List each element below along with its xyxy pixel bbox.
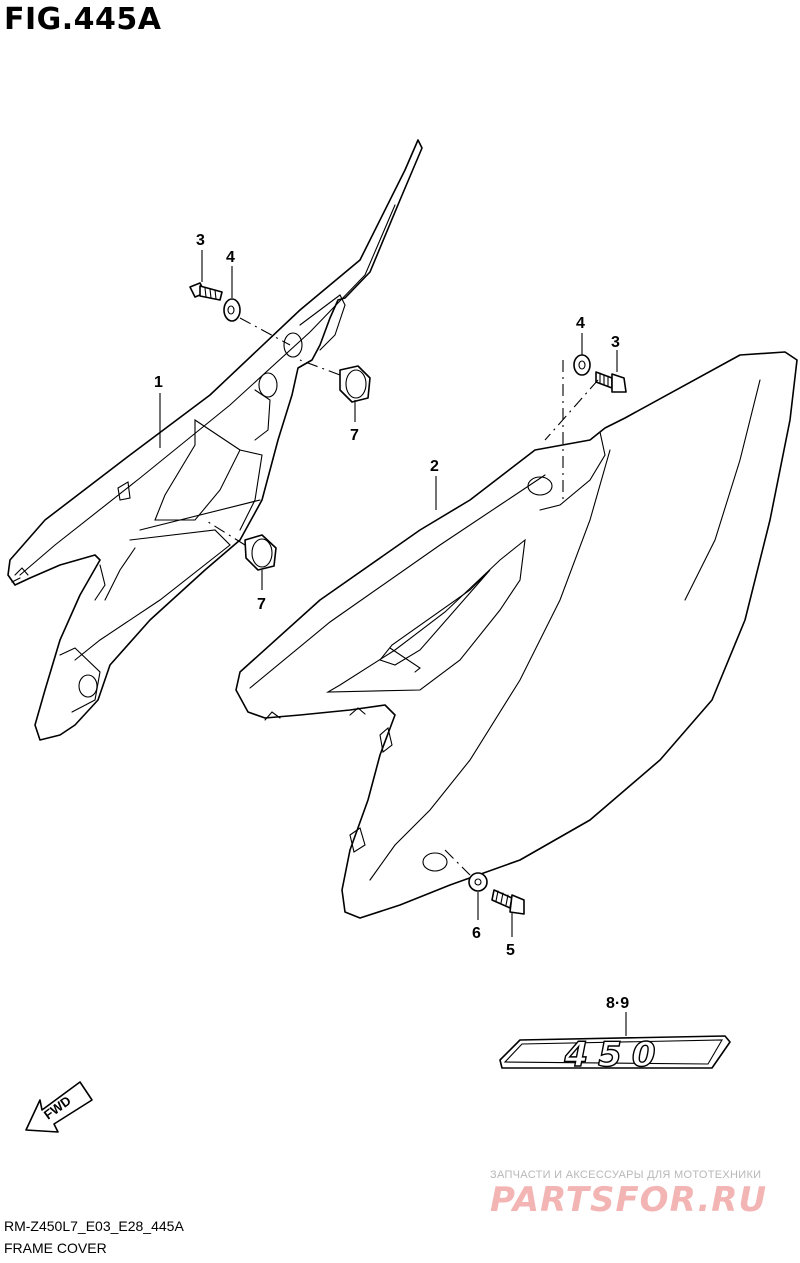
callout-bolt-left: 3 (196, 232, 205, 249)
figure-title: FIG.445A (4, 2, 162, 37)
callout-washer-lower: 6 (472, 925, 481, 942)
emblem-text: 450 (564, 1035, 666, 1075)
callout-washer-right: 4 (576, 315, 585, 332)
frame-cover-left-part[interactable] (7, 139, 423, 741)
callout-washer-left: 4 (226, 249, 235, 266)
cushion-upper-part[interactable] (339, 365, 371, 403)
washer-right-part[interactable] (573, 354, 591, 376)
washer-left-part[interactable] (223, 298, 241, 322)
diagram-code: RM-Z450L7_E03_E28_445A (4, 1218, 184, 1234)
callout-frame-cover-right: 2 (430, 458, 439, 475)
leader-lines (159, 250, 627, 1036)
fwd-arrow-icon: FWD (25, 1081, 93, 1133)
cushion-lower-part[interactable] (244, 534, 277, 571)
callout-cushion-upper: 7 (350, 427, 359, 444)
watermark-brand-logo: PARTSFOR.RU (490, 1180, 768, 1220)
emblem-450-part[interactable]: 450 (499, 1034, 731, 1076)
callout-frame-cover-left: 1 (154, 374, 163, 391)
bolt-left-part[interactable] (189, 282, 223, 301)
bolt-right-part[interactable] (595, 371, 627, 393)
callout-cushion-lower: 7 (257, 596, 266, 613)
washer-lower-part[interactable] (468, 872, 488, 892)
callout-bolt-right: 3 (611, 334, 620, 351)
diagram-name: FRAME COVER (4, 1240, 107, 1256)
callout-emblem: 8·9 (606, 995, 629, 1012)
frame-cover-right-part[interactable] (235, 351, 798, 919)
callout-bolt-lower: 5 (506, 942, 515, 959)
watermark-tagline: ЗАПЧАСТИ И АКСЕССУАРЫ ДЛЯ МОТОТЕХНИКИ (490, 1169, 762, 1181)
bolt-lower-part[interactable] (491, 889, 525, 915)
